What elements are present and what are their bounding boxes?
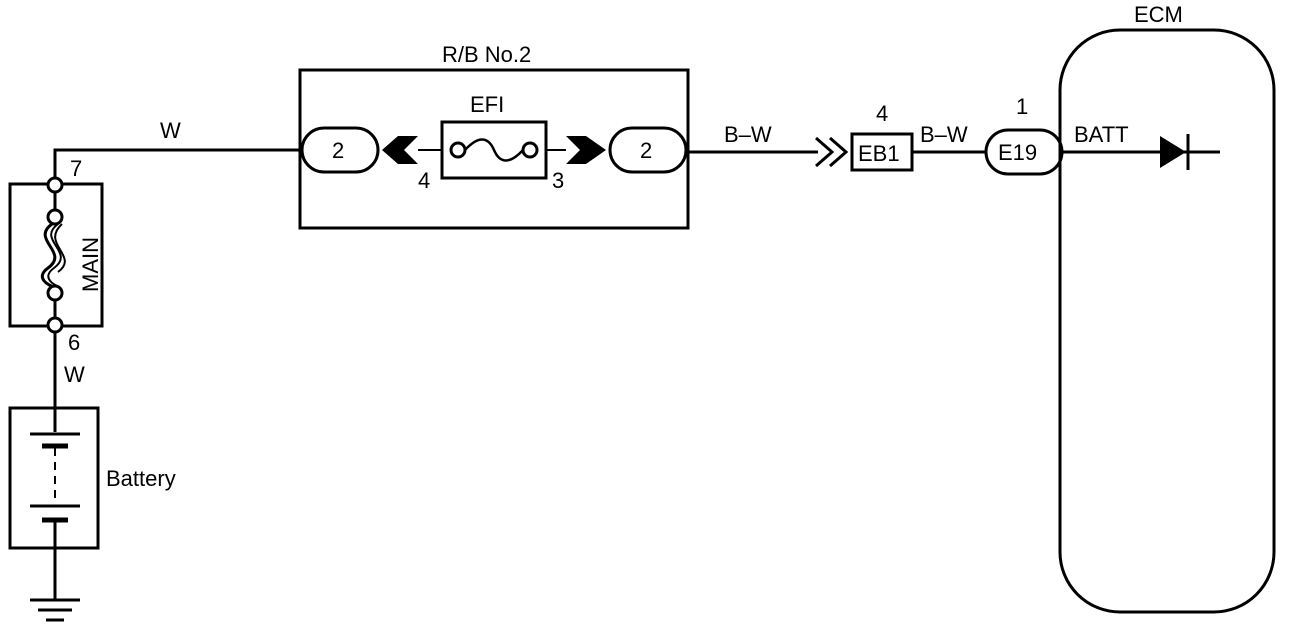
main-pin-7-terminal — [46, 176, 64, 194]
battery: Battery — [8, 406, 176, 600]
ground-icon — [30, 598, 80, 622]
ecm-label: ECM — [1134, 2, 1183, 27]
fuse-pin-right-label: 3 — [552, 168, 564, 193]
junction-connector-label: EB1 — [858, 141, 900, 166]
efi-fuse-label: EFI — [470, 92, 504, 117]
junction-connector-eb1: 4 EB1 — [850, 101, 914, 172]
relay-block-title: R/B No.2 — [442, 42, 531, 67]
ecm-connector-label: E19 — [998, 140, 1037, 165]
battery-label: Battery — [106, 466, 176, 491]
ecm: ECM BATT — [1058, 2, 1276, 614]
main-fuse-label: MAIN — [78, 237, 103, 292]
rb-connector-left-label: 2 — [332, 138, 344, 163]
rb-connector-right-label: 2 — [640, 138, 652, 163]
wire-main-to-rb — [53, 148, 302, 178]
main-pin-6-terminal — [46, 316, 64, 334]
ecm-terminal-label: BATT — [1074, 122, 1129, 147]
wire-bw-label-1: B–W — [724, 122, 772, 147]
main-pin-6-label: 6 — [68, 330, 80, 355]
relay-block: R/B No.2 2 4 EFI 3 2 — [298, 42, 690, 230]
main-fuse: MAIN 7 6 — [8, 156, 104, 355]
junction-pin-label: 4 — [876, 101, 888, 126]
fuse-pin-left-label: 4 — [418, 168, 430, 193]
wire-w-label-bottom: W — [64, 362, 85, 387]
diode-icon — [1160, 136, 1186, 168]
wire-bw-label-2: B–W — [920, 122, 968, 147]
wire-w-label-top: W — [160, 118, 181, 143]
ecm-connector-pin-label: 1 — [1016, 94, 1028, 119]
main-pin-7-label: 7 — [70, 156, 82, 181]
ecm-connector-e19: 1 E19 — [984, 94, 1064, 176]
